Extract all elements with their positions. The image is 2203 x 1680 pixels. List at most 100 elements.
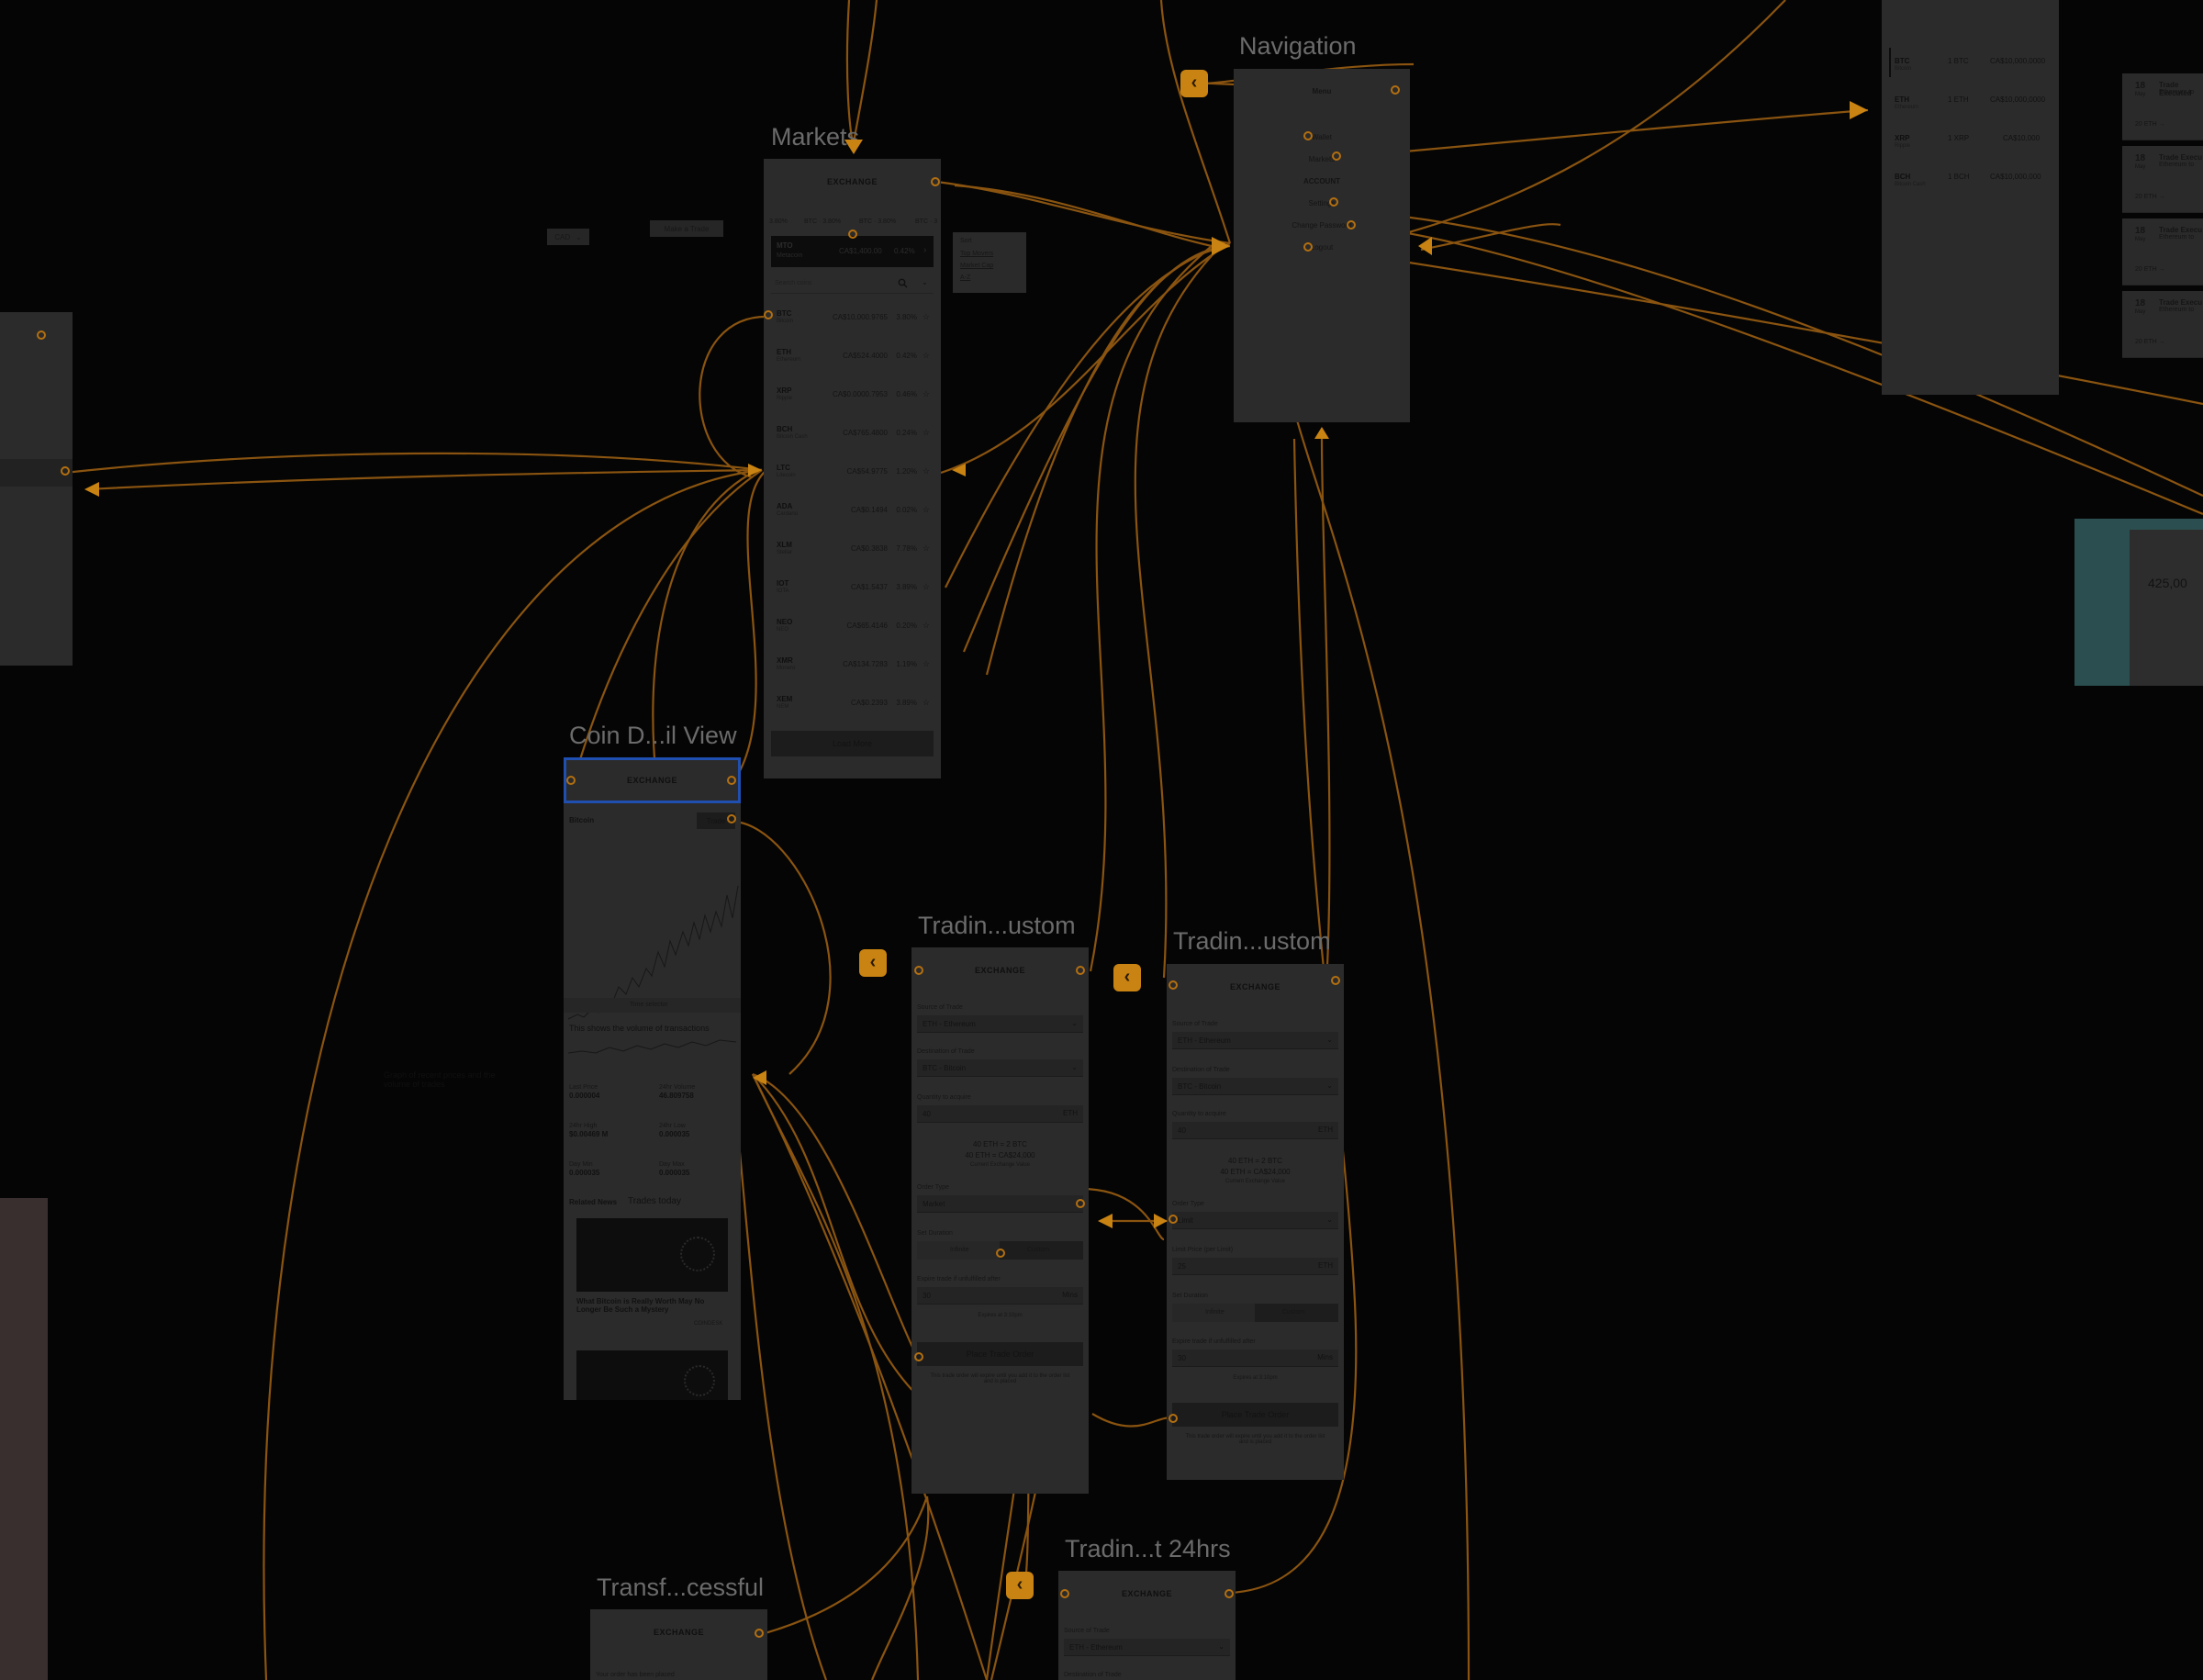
hotspot-node — [764, 310, 773, 319]
place-trade-button[interactable]: Place Trade Order — [917, 1342, 1083, 1366]
search-input[interactable]: Search coins — [775, 280, 812, 286]
star-icon[interactable]: ☆ — [922, 389, 930, 398]
stat-label: 24hr Volume — [659, 1084, 696, 1091]
back-button[interactable]: ‹ — [1180, 70, 1208, 97]
star-icon[interactable]: ☆ — [922, 582, 930, 591]
time-selector[interactable]: Time selector — [564, 998, 741, 1013]
coin-name: Ethereum — [1895, 105, 1919, 110]
order-type-select[interactable]: Market — [917, 1195, 1083, 1213]
tx-month: May — [2135, 237, 2146, 242]
news-image[interactable] — [576, 1218, 728, 1292]
nav-item-logout[interactable]: Logout — [1310, 243, 1334, 252]
star-icon[interactable]: ☆ — [922, 659, 930, 668]
conversion-note: Current Exchange Value — [1225, 1179, 1285, 1184]
news-image-2[interactable] — [576, 1350, 728, 1400]
star-icon[interactable]: ☆ — [922, 698, 930, 707]
hotspot-node — [61, 466, 70, 476]
trade-header: EXCHANGE — [1229, 982, 1280, 991]
trade-footer-note: This trade order will expire until you a… — [1185, 1434, 1325, 1445]
hotspot-node — [914, 966, 923, 975]
expire-note: Expires at 3:10pm — [1233, 1375, 1278, 1381]
load-more-button[interactable]: Load More — [771, 731, 934, 756]
duration-infinite-tab[interactable]: Infinite — [917, 1241, 1000, 1260]
place-trade-button[interactable]: Place Trade Order — [1172, 1403, 1338, 1427]
back-button[interactable]: ‹ — [859, 949, 887, 977]
star-icon[interactable]: ☆ — [922, 351, 930, 360]
destination-select[interactable]: BTC - Bitcoin⌄ — [1172, 1078, 1338, 1095]
duration-infinite-tab[interactable]: Infinite — [1172, 1304, 1255, 1322]
star-icon[interactable]: ☆ — [922, 621, 930, 630]
coin-change: 0.42% — [896, 352, 917, 360]
limit-price-label: Limit Price (per Limit) — [1172, 1247, 1234, 1253]
chevron-down-icon: ⌄ — [1071, 1063, 1078, 1071]
coin-name: Bitcoin — [1895, 66, 1912, 72]
make-trade-button[interactable]: Make a Trade — [650, 220, 723, 237]
duration-custom-tab[interactable]: Custom — [1000, 1241, 1083, 1260]
source-select[interactable]: ETH - Ethereum⌄ — [917, 1015, 1083, 1033]
coin-symbol: ETH — [777, 348, 791, 356]
frame-title-trading-24: Tradin...t 24hrs — [1065, 1535, 1231, 1562]
conversion-line: 40 ETH = 2 BTC — [973, 1140, 1027, 1148]
destination-label: Destination of Trade — [1064, 1672, 1122, 1678]
source-value: ETH - Ethereum — [1178, 1036, 1231, 1045]
trade-header: EXCHANGE — [974, 966, 1025, 975]
search-icon[interactable] — [898, 278, 908, 288]
coin-name: Ripple — [1895, 143, 1911, 149]
duration-custom-tab[interactable]: Custom — [1255, 1304, 1338, 1322]
sort-option[interactable]: Market Cap — [960, 263, 994, 269]
sort-option[interactable]: A-Z — [960, 274, 971, 281]
featured-coin-card[interactable]: MTO Metacoin CA$1,400.00 0.42% › — [771, 236, 934, 267]
news-headline[interactable]: What Bitcoin is Really Worth May No Long… — [576, 1297, 705, 1314]
sort-title: Sort — [960, 238, 972, 244]
chevron-down-icon: ⌄ — [576, 232, 582, 241]
sort-option[interactable]: Top Movers — [960, 251, 994, 257]
star-icon[interactable]: ☆ — [922, 543, 930, 553]
nav-item-markets[interactable]: Markets — [1308, 155, 1336, 163]
selected-outline — [564, 757, 741, 803]
trade-button[interactable]: Trade — [697, 812, 735, 829]
source-select[interactable]: ETH - Ethereum⌄ — [1064, 1639, 1230, 1656]
order-type-value: Market — [923, 1200, 945, 1208]
nav-item-change-password[interactable]: Change Password — [1292, 221, 1352, 230]
star-icon[interactable]: ☆ — [922, 505, 930, 514]
back-button[interactable]: ‹ — [1006, 1572, 1034, 1599]
star-icon[interactable]: ☆ — [922, 428, 930, 437]
destination-select[interactable]: BTC - Bitcoin⌄ — [917, 1059, 1083, 1077]
nav-item-wallet[interactable]: Wallet — [1312, 133, 1332, 141]
tx-amount: 20 ETH → — [2135, 194, 2165, 200]
nav-item-settings[interactable]: Settings — [1308, 199, 1336, 207]
order-type-select[interactable]: Limit⌄ — [1172, 1212, 1338, 1229]
search-bar[interactable]: Search coins ⌄ — [771, 274, 934, 294]
filter-chevron-icon[interactable]: ⌄ — [922, 278, 928, 286]
source-select[interactable]: ETH - Ethereum⌄ — [1172, 1032, 1338, 1049]
currency-select[interactable]: CAD⌄ — [547, 229, 589, 245]
back-button[interactable]: ‹ — [1113, 964, 1141, 991]
star-icon[interactable]: ☆ — [922, 466, 930, 476]
star-icon[interactable]: ☆ — [922, 312, 930, 321]
coin-symbol: ETH — [1895, 95, 1909, 104]
